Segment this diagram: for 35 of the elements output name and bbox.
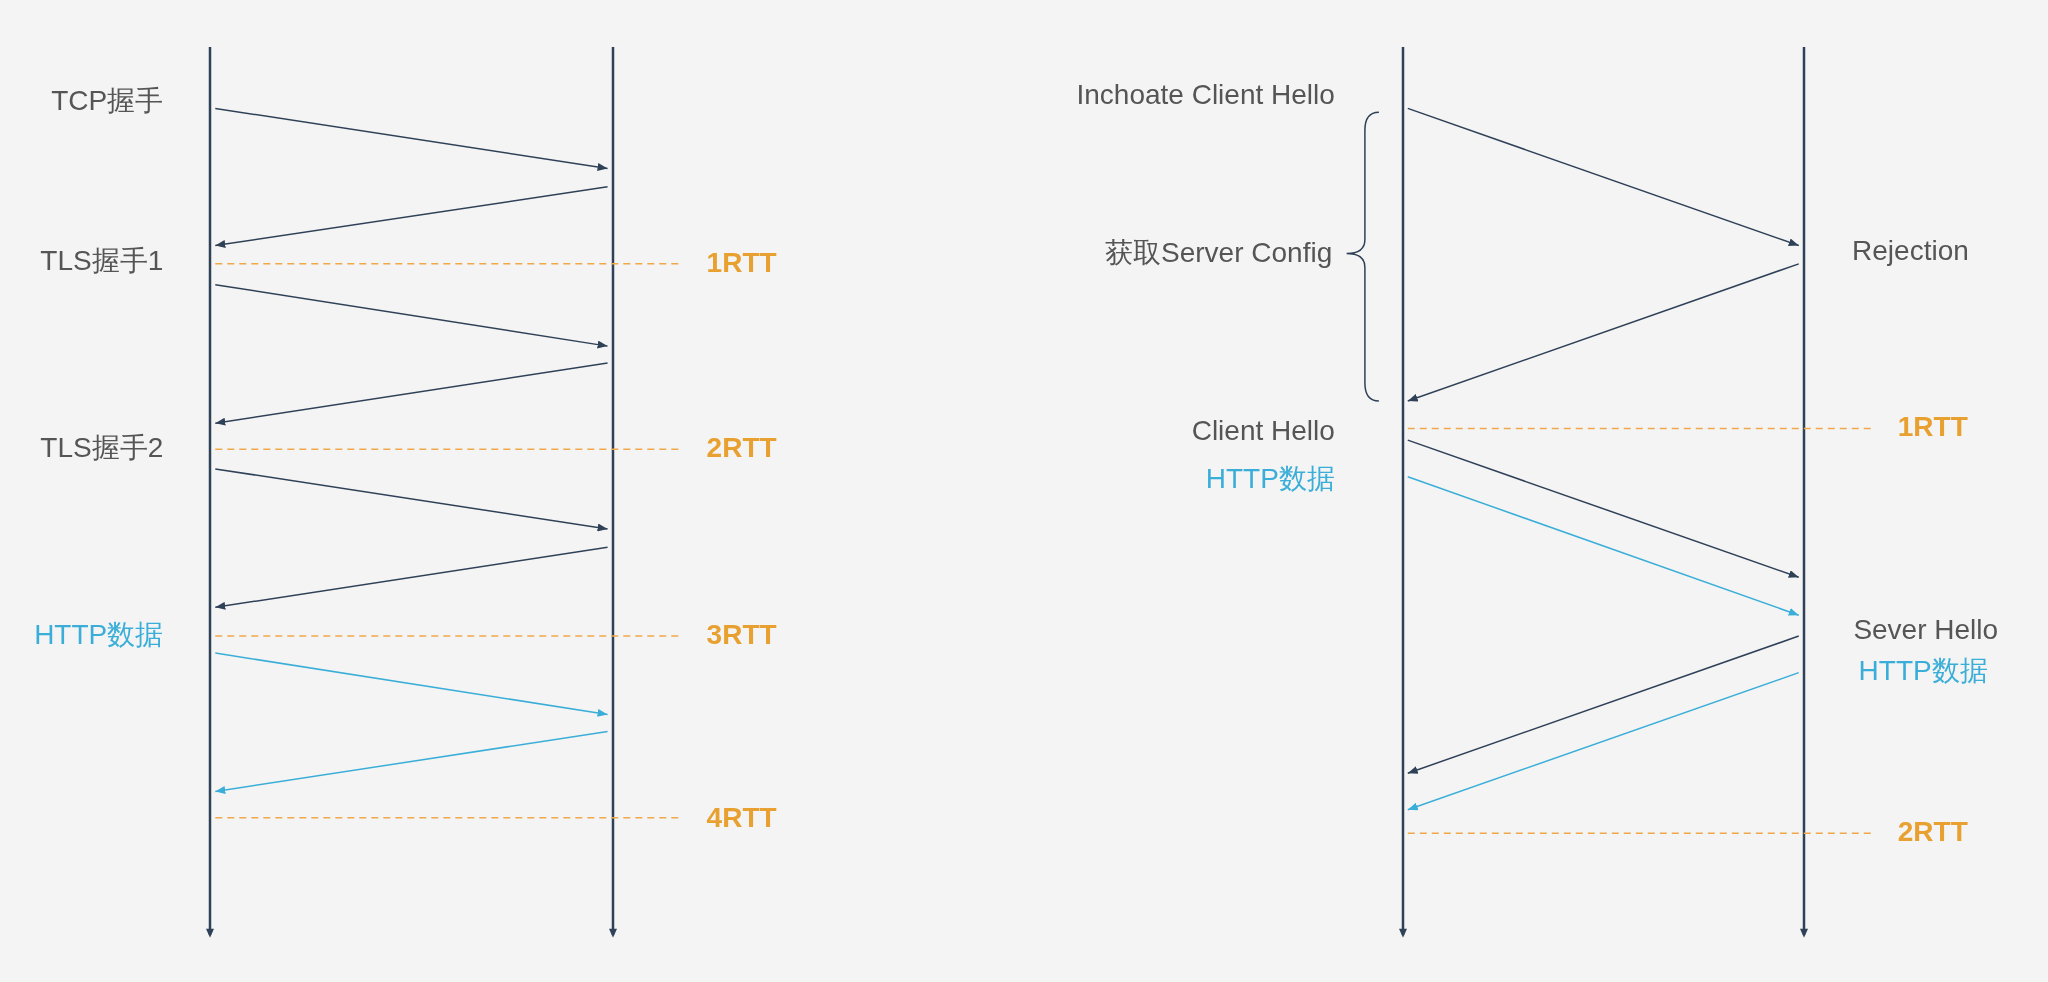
step-label: HTTP数据 [34, 618, 164, 651]
arrow [214, 730, 609, 794]
arrow [1407, 263, 1800, 402]
arrow [214, 362, 609, 426]
arrow [214, 546, 609, 610]
lifeline [1798, 47, 1809, 938]
lifeline [607, 47, 618, 938]
rtt-label: 2RTT [1897, 815, 1968, 849]
arrow [214, 284, 609, 349]
step-label: Sever Hello [1853, 613, 1999, 646]
step-label: TCP握手 [51, 84, 164, 117]
arrow [1407, 107, 1800, 247]
arrow [214, 652, 609, 717]
arrow [1407, 635, 1800, 774]
rtt-label: 4RTT [706, 801, 777, 834]
step-label: Inchoate Client Hello [1076, 79, 1335, 112]
lifeline [205, 47, 216, 938]
step-label: HTTP数据 [1858, 655, 1988, 688]
arrow [1407, 671, 1800, 811]
step-label: 获取Server Config [1105, 237, 1333, 270]
step-label: TLS握手1 [40, 245, 164, 278]
lifeline [1397, 47, 1408, 938]
arrow [214, 107, 609, 171]
rtt-label: 1RTT [706, 246, 777, 279]
rtt-label: 1RTT [1897, 411, 1968, 444]
rtt-label: 3RTT [706, 618, 777, 651]
arrow [214, 468, 609, 532]
arrow [1407, 476, 1800, 616]
step-label: HTTP数据 [1205, 463, 1335, 496]
rtt-label: 2RTT [706, 431, 777, 465]
step-label: Rejection [1852, 234, 1969, 267]
arrow [214, 186, 609, 249]
step-label: TLS握手2 [40, 431, 164, 465]
arrow [1407, 439, 1800, 579]
step-label: Client Hello [1191, 414, 1335, 448]
